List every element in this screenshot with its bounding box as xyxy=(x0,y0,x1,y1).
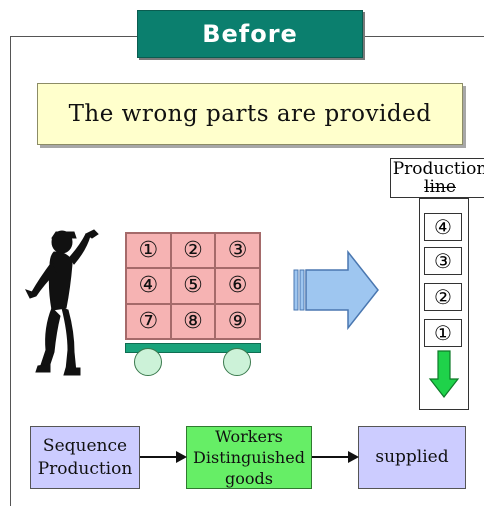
worker-figure-icon xyxy=(25,229,99,376)
production-slot: ④ xyxy=(424,213,462,241)
problem-banner: The wrong parts are provided xyxy=(37,83,463,145)
production-line-label: Production line xyxy=(390,158,484,198)
pallet-cell: ⑨ xyxy=(215,303,260,339)
pallet-cell: ⑦ xyxy=(126,303,171,339)
pallet-cell: ③ xyxy=(215,233,260,269)
pallet-cell: ⑧ xyxy=(170,303,216,339)
cart-wheel-icon xyxy=(223,348,251,376)
workers-line3: goods xyxy=(225,469,273,488)
production-line: ④ ③ ② ① xyxy=(419,198,469,410)
blue-right-arrow-icon xyxy=(293,249,379,331)
production-slot: ① xyxy=(424,319,462,347)
supplied-label: supplied xyxy=(375,447,449,467)
pallet-cell: ② xyxy=(170,233,216,269)
supplied-box: supplied xyxy=(358,426,466,489)
sequence-production-box: Sequence Production xyxy=(30,426,140,489)
production-slot: ③ xyxy=(424,247,462,275)
frame-top-right-line xyxy=(363,36,484,37)
green-down-arrow-icon xyxy=(428,350,460,398)
production-slot: ② xyxy=(424,283,462,311)
pallet-cell: ④ xyxy=(126,268,171,304)
pallet-cell: ⑥ xyxy=(215,268,260,304)
before-title: Before xyxy=(137,10,363,58)
frame-top-left-line xyxy=(10,36,137,37)
cart-base xyxy=(125,343,261,353)
workers-distinguished-box: Workers Distinguished goods xyxy=(186,426,312,489)
sequence-line2: Production xyxy=(37,458,133,479)
sequence-line1: Sequence xyxy=(42,435,128,456)
flow-arrow-2-icon xyxy=(312,451,359,463)
production-label-line2: line xyxy=(424,177,456,197)
workers-line2: Distinguished xyxy=(193,448,305,467)
flow-arrow-1-icon xyxy=(140,451,187,463)
frame-left-line xyxy=(10,36,11,506)
pallet-cell: ⑤ xyxy=(170,268,216,304)
cart-wheel-icon xyxy=(134,348,162,376)
workers-line1: Workers xyxy=(215,427,283,446)
parts-pallet: ① ② ③ ④ ⑤ ⑥ ⑦ ⑧ ⑨ xyxy=(125,232,261,340)
pallet-cell: ① xyxy=(126,233,171,269)
production-label-line1: Production xyxy=(392,159,484,179)
